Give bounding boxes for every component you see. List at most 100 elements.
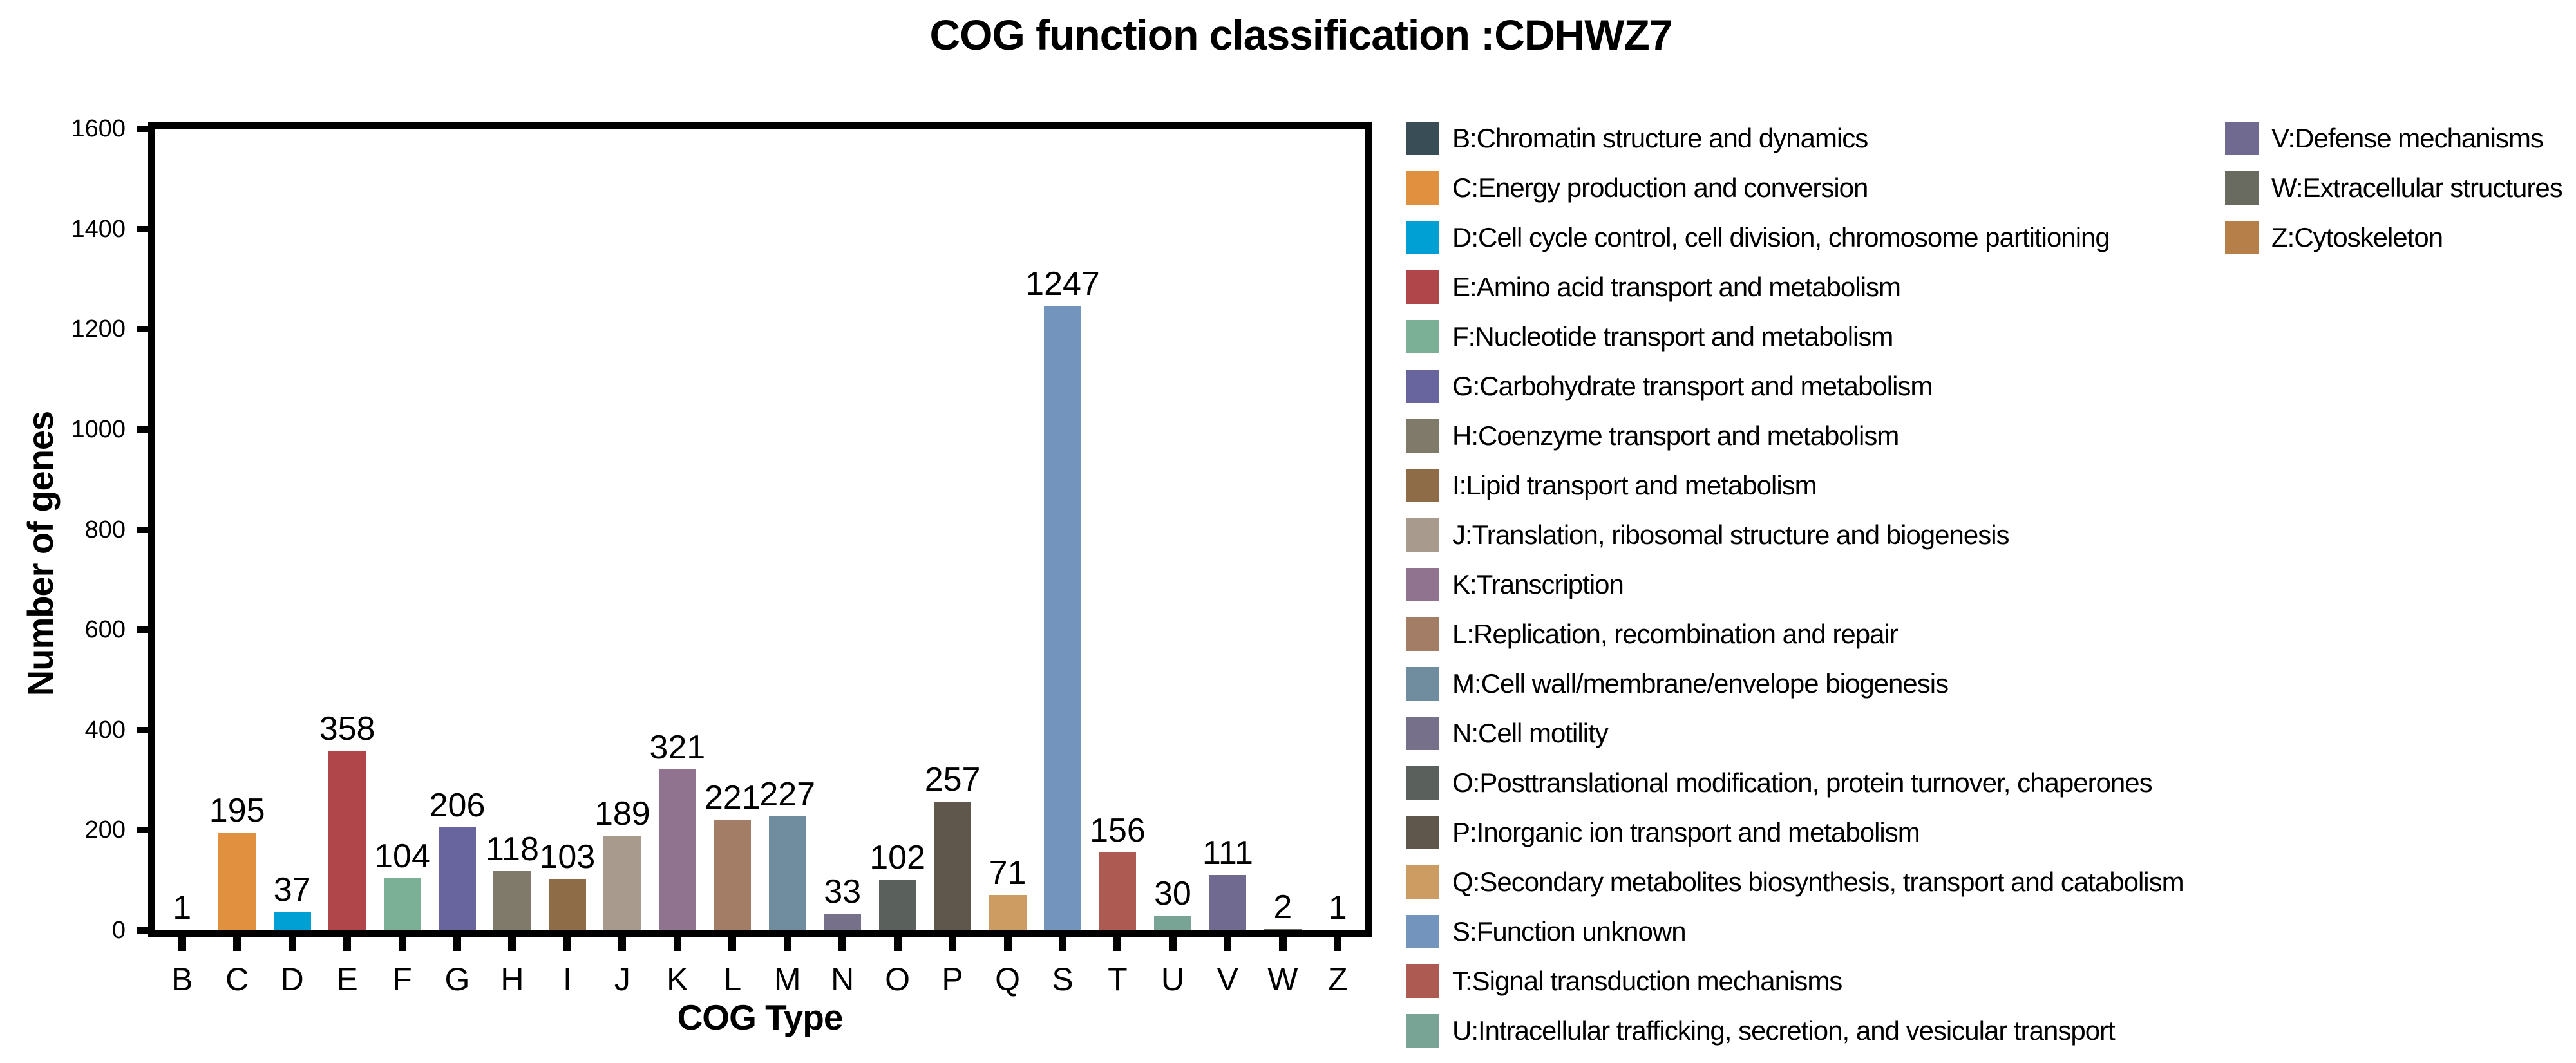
y-tick-label: 800	[84, 516, 126, 543]
y-tick	[137, 225, 155, 232]
legend-item: C:Energy production and conversion	[1406, 171, 1868, 205]
bar-value-label: 30	[1153, 875, 1191, 912]
legend-label: C:Energy production and conversion	[1452, 173, 1868, 203]
y-tick	[137, 726, 155, 733]
legend-item: U:Intracellular trafficking, secretion, …	[1406, 1014, 2116, 1048]
x-tick	[1003, 930, 1012, 951]
y-tick-label: 1200	[71, 315, 126, 343]
y-tick-label: 400	[84, 716, 126, 744]
x-tick	[1168, 930, 1177, 951]
bar-value-label: 358	[319, 710, 375, 748]
y-tick-label: 600	[84, 616, 126, 644]
legend-item: K:Transcription	[1406, 568, 1624, 601]
legend-label: U:Intracellular trafficking, secretion, …	[1452, 1015, 2116, 1046]
bar-value-label: 1247	[1025, 265, 1100, 303]
legend-label: J:Translation, ribosomal structure and b…	[1452, 520, 2010, 550]
bar-value-label: 1	[1328, 889, 1347, 927]
bar-value-label: 195	[209, 792, 265, 829]
bar-value-label: 102	[869, 839, 925, 876]
legend-swatch	[2225, 122, 2259, 155]
bar-C	[218, 833, 256, 930]
legend-label: B:Chromatin structure and dynamics	[1452, 123, 1868, 153]
legend-label: Z:Cytoskeleton	[2271, 222, 2443, 252]
x-category-label: Q	[995, 961, 1020, 997]
legend-label: D:Cell cycle control, cell division, chr…	[1452, 222, 2110, 252]
bar-value-label: 206	[429, 787, 486, 824]
legend-swatch	[1406, 568, 1439, 601]
x-tick	[783, 930, 791, 951]
legend-swatch	[1406, 469, 1439, 502]
legend-swatch	[1406, 419, 1439, 453]
x-category-label: C	[225, 961, 249, 997]
x-tick	[1059, 930, 1066, 951]
legend-swatch	[1406, 320, 1439, 353]
legend-label: H:Coenzyme transport and metabolism	[1452, 420, 1899, 451]
bar-value-label: 104	[374, 838, 430, 875]
bar-value-label: 189	[594, 795, 650, 833]
x-tick	[1334, 930, 1342, 951]
legend-label: I:Lipid transport and metabolism	[1452, 470, 1817, 500]
bar-value-label: 103	[539, 838, 596, 876]
x-tick	[1113, 930, 1122, 951]
y-tick-label: 1000	[71, 415, 126, 443]
y-tick	[137, 827, 155, 834]
legend-label: O:Posttranslational modification, protei…	[1452, 767, 2153, 798]
legend-swatch	[2225, 171, 2259, 205]
x-tick	[178, 930, 186, 951]
legend-swatch	[1406, 617, 1439, 651]
bar-E	[328, 751, 366, 930]
legend-label: G:Carbohydrate transport and metabolism	[1452, 371, 1933, 401]
y-tick-label: 1400	[71, 215, 126, 243]
y-tick	[137, 526, 155, 533]
bar-H	[493, 871, 531, 930]
legend-label: M:Cell wall/membrane/envelope biogenesis	[1452, 668, 1949, 699]
x-category-label: G	[444, 961, 470, 997]
legend-item: H:Coenzyme transport and metabolism	[1406, 419, 1899, 453]
x-category-label: D	[280, 961, 304, 997]
legend-item: I:Lipid transport and metabolism	[1406, 469, 1817, 502]
bar-value-label: 37	[273, 871, 311, 908]
bar-value-label: 111	[1202, 834, 1253, 872]
y-tick-label: 0	[111, 917, 126, 944]
legend-swatch	[1406, 964, 1439, 998]
chart-title: COG function classification :CDHWZ7	[929, 11, 1672, 59]
legend-swatch	[1406, 865, 1439, 899]
y-tick-label: 1600	[71, 115, 126, 142]
legend-label: S:Function unknown	[1452, 916, 1687, 946]
x-tick	[453, 930, 461, 951]
x-tick	[563, 930, 571, 951]
bar-V	[1209, 875, 1247, 930]
bar-T	[1099, 852, 1137, 930]
x-tick	[673, 930, 681, 951]
x-category-label: P	[942, 961, 963, 997]
bar-value-label: 33	[824, 873, 862, 910]
x-tick	[1224, 930, 1232, 951]
y-tick	[137, 927, 155, 934]
legend-item: Z:Cytoskeleton	[2225, 221, 2443, 254]
legend-swatch	[1406, 816, 1439, 849]
legend-label: P:Inorganic ion transport and metabolism	[1452, 817, 1920, 847]
legend-swatch	[1406, 1014, 1439, 1048]
x-category-label: W	[1267, 961, 1298, 997]
legend-swatch	[1406, 221, 1439, 254]
legend-swatch	[1406, 518, 1439, 552]
legend-item: E:Amino acid transport and metabolism	[1406, 270, 1901, 304]
y-tick	[137, 626, 155, 634]
x-tick	[508, 930, 516, 951]
x-category-label: Z	[1327, 961, 1348, 997]
bar-value-label: 118	[486, 831, 539, 868]
bar-S	[1044, 306, 1081, 930]
bar-P	[934, 802, 972, 930]
legend-label: Q:Secondary metabolites biosynthesis, tr…	[1452, 867, 2184, 897]
legend-item: M:Cell wall/membrane/envelope biogenesis	[1406, 667, 1949, 701]
legend-item: G:Carbohydrate transport and metabolism	[1406, 370, 1933, 403]
bar-value-label: 1	[173, 889, 192, 927]
legend-item: W:Extracellular structures	[2225, 171, 2563, 205]
bar-D	[273, 912, 311, 930]
y-tick-label: 200	[84, 816, 126, 844]
bar-value-label: 221	[704, 779, 761, 816]
legend-swatch	[1406, 717, 1439, 750]
bar-N	[824, 914, 862, 930]
legend-label: W:Extracellular structures	[2271, 173, 2563, 203]
x-category-label: U	[1160, 961, 1184, 997]
